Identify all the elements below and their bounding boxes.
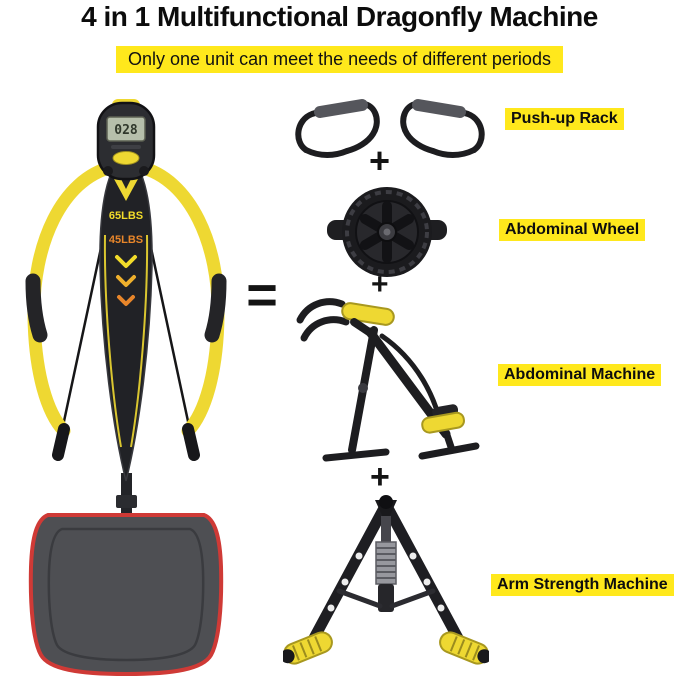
top-hinge bbox=[375, 495, 397, 524]
abdominal-machine-icon bbox=[296, 298, 480, 462]
equals-sign: = bbox=[246, 265, 278, 325]
support-pole bbox=[116, 473, 137, 529]
lcd-screen bbox=[106, 116, 146, 142]
wing-handles bbox=[25, 160, 227, 461]
label-abdominal-machine: Abdominal Machine bbox=[498, 364, 662, 386]
machine-arms bbox=[307, 504, 465, 646]
left-handle-grip bbox=[25, 273, 48, 343]
right-grip bbox=[439, 631, 489, 665]
hydraulic-cylinder bbox=[375, 516, 397, 612]
wheel bbox=[342, 187, 432, 277]
machine-body: 65LBS 45LBS bbox=[99, 154, 153, 482]
plus-sign-1: + bbox=[369, 140, 391, 181]
subtitle-highlight: Only one unit can meet the needs of diff… bbox=[116, 46, 563, 73]
frame bbox=[322, 318, 480, 462]
reset-button bbox=[112, 151, 140, 165]
arm-strength-machine-icon bbox=[283, 495, 489, 665]
resistance-label-45lbs: 45LBS bbox=[109, 234, 143, 246]
right-handle-grip bbox=[204, 273, 227, 343]
page-title: 4 in 1 Multifunctional Dragonfly Machine bbox=[81, 1, 598, 32]
handlebars bbox=[296, 298, 350, 342]
resistance-label-65lbs: 65LBS bbox=[109, 210, 143, 222]
left-grip bbox=[283, 631, 333, 665]
push-up-bar-left bbox=[295, 99, 380, 158]
knee-seat bbox=[421, 404, 465, 434]
plus-sign-3: + bbox=[370, 458, 390, 496]
plus-sign-2: + bbox=[371, 268, 389, 301]
label-push-up-rack: Push-up Rack bbox=[505, 108, 624, 130]
brand-logo-icon bbox=[114, 179, 138, 201]
push-up-rack-icon bbox=[295, 99, 485, 158]
adjust-knob bbox=[358, 383, 368, 393]
base-mat bbox=[28, 513, 224, 677]
label-arm-strength-machine: Arm Strength Machine bbox=[491, 574, 674, 596]
push-up-bar-right bbox=[400, 99, 485, 158]
lcd-counter-value: 028 bbox=[114, 123, 138, 138]
label-abdominal-wheel: Abdominal Wheel bbox=[499, 219, 646, 241]
subtitle-row: Only one unit can meet the needs of diff… bbox=[0, 46, 679, 73]
dragonfly-machine-image: 65LBS 45LBS 028 bbox=[25, 99, 227, 677]
side-links bbox=[336, 588, 436, 609]
counter-head-unit: 028 bbox=[96, 99, 156, 181]
abdominal-wheel-icon bbox=[327, 187, 447, 277]
paw-print-decals bbox=[327, 552, 445, 612]
